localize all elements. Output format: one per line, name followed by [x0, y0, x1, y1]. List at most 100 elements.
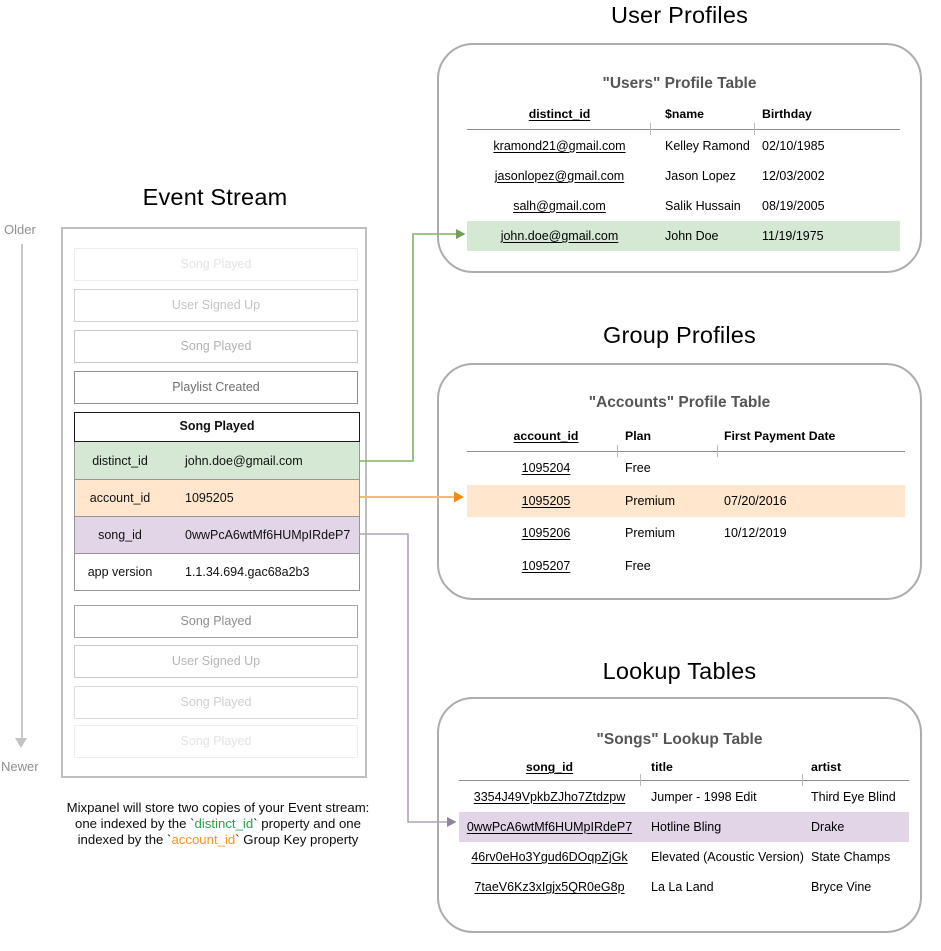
user-profiles-title: User Profiles	[610, 2, 749, 28]
newer-label: Newer	[1, 759, 39, 774]
cell-distinct-id: kramond21@gmail.com	[493, 139, 626, 153]
col-header-title: title	[651, 760, 673, 774]
col-header-account-id: account_id	[513, 429, 579, 443]
property-row-account-id: account_id 1095205	[75, 479, 359, 516]
col-header-song-id: song_id	[525, 760, 574, 774]
time-axis-arrow-down-icon	[15, 738, 27, 748]
cell-birthday: 02/10/1985	[762, 139, 825, 153]
table-row: 7taeV6Kz3xIgjx5QR0eG8p La La Land Bryce …	[459, 872, 909, 902]
property-value: 0wwPcA6wtMf6HUMpIRdeP7	[185, 528, 351, 542]
table-row: 46rv0eHo3Ygud6DOqpZjGk Elevated (Acousti…	[459, 842, 909, 872]
property-value: 1095205	[185, 491, 234, 505]
event-user-signed-up-2: User Signed Up	[74, 645, 358, 678]
cell-title: Jumper - 1998 Edit	[651, 790, 757, 804]
stream-caption: Mixpanel will store two copies of your E…	[40, 800, 396, 848]
table-row: salh@gmail.com Salik Hussain 08/19/2005	[467, 191, 900, 221]
cell-distinct-id: john.doe@gmail.com	[500, 229, 619, 243]
table-row: 1095206 Premium 10/12/2019	[467, 517, 905, 550]
property-value: john.doe@gmail.com	[185, 453, 303, 468]
cell-artist: Bryce Vine	[811, 880, 872, 894]
song-id-connector-line	[359, 533, 447, 823]
cell-song-id: 7taeV6Kz3xIgjx5QR0eG8p	[474, 880, 625, 894]
cell-artist: Third Eye Blind	[811, 790, 896, 804]
event-stream-title: Event Stream	[142, 184, 288, 210]
column-tick	[802, 774, 803, 786]
songs-table-rows: 3354J49VpkbZJho7Ztdzpw Jumper - 1998 Edi…	[459, 782, 909, 902]
cell-plan: Free	[625, 461, 651, 476]
column-tick	[640, 774, 641, 786]
cell-account-id: 1095204	[521, 461, 571, 476]
event-song-played-1: Song Played	[74, 248, 358, 281]
group-profiles-title: Group Profiles	[602, 322, 756, 348]
cell-birthday: 12/03/2002	[762, 169, 825, 183]
older-label: Older	[4, 222, 36, 237]
cell-first-payment-date: 07/20/2016	[724, 493, 787, 508]
cell-birthday: 11/19/1975	[762, 229, 824, 243]
cell-name: Salik Hussain	[665, 199, 741, 213]
cell-account-id: 1095207	[521, 558, 571, 573]
songs-lookup-card: "Songs" Lookup Table song_id title artis…	[437, 697, 922, 933]
property-row-distinct-id: distinct_id john.doe@gmail.com	[75, 442, 359, 479]
caption-text: indexed by the `	[77, 831, 172, 847]
caption-text: one indexed by the `	[75, 815, 195, 831]
property-key: app version	[87, 565, 153, 579]
accounts-table-title: "Accounts" Profile Table	[588, 394, 771, 411]
caption-distinct-id-token: distinct_id	[194, 815, 254, 831]
expanded-event-properties: distinct_id john.doe@gmail.com account_i…	[74, 442, 360, 591]
property-row-app-version: app version 1.1.34.694.gac68a2b3	[75, 553, 359, 590]
cell-plan: Premium	[625, 493, 676, 508]
cell-name: Kelley Ramond	[665, 139, 750, 153]
lookup-tables-title: Lookup Tables	[602, 658, 757, 684]
col-header-first-payment-date: First Payment Date	[724, 429, 836, 443]
property-key: account_id	[89, 491, 151, 505]
column-tick	[717, 445, 718, 457]
table-row: 1095207 Free	[467, 550, 905, 583]
cell-distinct-id: salh@gmail.com	[513, 199, 606, 213]
table-row-highlighted: john.doe@gmail.com John Doe 11/19/1975	[467, 221, 900, 251]
col-header-distinct-id: distinct_id	[528, 107, 591, 121]
time-axis-line	[21, 244, 23, 738]
cell-title: La La Land	[651, 880, 714, 894]
col-header-name: $name	[665, 107, 704, 121]
cell-first-payment-date: 10/12/2019	[724, 526, 787, 541]
cell-plan: Premium	[625, 526, 676, 541]
cell-plan: Free	[625, 558, 651, 573]
songs-table-title: "Songs" Lookup Table	[596, 731, 763, 748]
cell-song-id: 46rv0eHo3Ygud6DOqpZjGk	[471, 850, 628, 864]
col-header-artist: artist	[811, 760, 842, 774]
expanded-event-card: Song Played distinct_id john.doe@gmail.c…	[74, 412, 360, 591]
users-table-rows: kramond21@gmail.com Kelley Ramond 02/10/…	[467, 131, 900, 251]
event-playlist-created: Playlist Created	[74, 371, 358, 404]
table-row: kramond21@gmail.com Kelley Ramond 02/10/…	[467, 131, 900, 161]
property-value: 1.1.34.694.gac68a2b3	[185, 565, 310, 579]
header-rule	[467, 451, 905, 453]
cell-title: Elevated (Acoustic Version)	[651, 850, 804, 864]
event-song-played-3: Song Played	[74, 605, 358, 638]
table-row: jasonlopez@gmail.com Jason Lopez 12/03/2…	[467, 161, 900, 191]
users-table-title: "Users" Profile Table	[602, 75, 757, 92]
table-row: 3354J49VpkbZJho7Ztdzpw Jumper - 1998 Edi…	[459, 782, 909, 812]
event-song-played-2: Song Played	[74, 330, 358, 363]
property-row-song-id: song_id 0wwPcA6wtMf6HUMpIRdeP7	[75, 516, 359, 553]
songs-table-header: song_id title artist	[459, 760, 909, 774]
table-row-highlighted: 0wwPcA6wtMf6HUMpIRdeP7 Hotline Bling Dra…	[459, 812, 909, 842]
column-tick	[617, 445, 618, 457]
cell-name: John Doe	[665, 229, 719, 243]
table-row: 1095204 Free	[467, 452, 905, 485]
event-stream-box: Song Played User Signed Up Song Played P…	[61, 227, 367, 778]
cell-artist: Drake	[811, 820, 845, 834]
event-song-played-4: Song Played	[74, 686, 358, 719]
expanded-event-name: Song Played	[74, 412, 360, 442]
accounts-table-header: account_id Plan First Payment Date	[467, 429, 905, 443]
header-rule	[459, 780, 909, 782]
event-user-signed-up-1: User Signed Up	[74, 289, 358, 322]
header-rule	[467, 129, 900, 131]
cell-name: Jason Lopez	[665, 169, 736, 183]
property-key: distinct_id	[92, 453, 148, 468]
cell-birthday: 08/19/2005	[762, 199, 825, 213]
caption-text: ` property and one	[253, 815, 361, 831]
col-header-plan: Plan	[625, 429, 651, 443]
users-profile-card: "Users" Profile Table distinct_id $name …	[437, 43, 922, 273]
cell-song-id: 3354J49VpkbZJho7Ztdzpw	[473, 790, 626, 804]
